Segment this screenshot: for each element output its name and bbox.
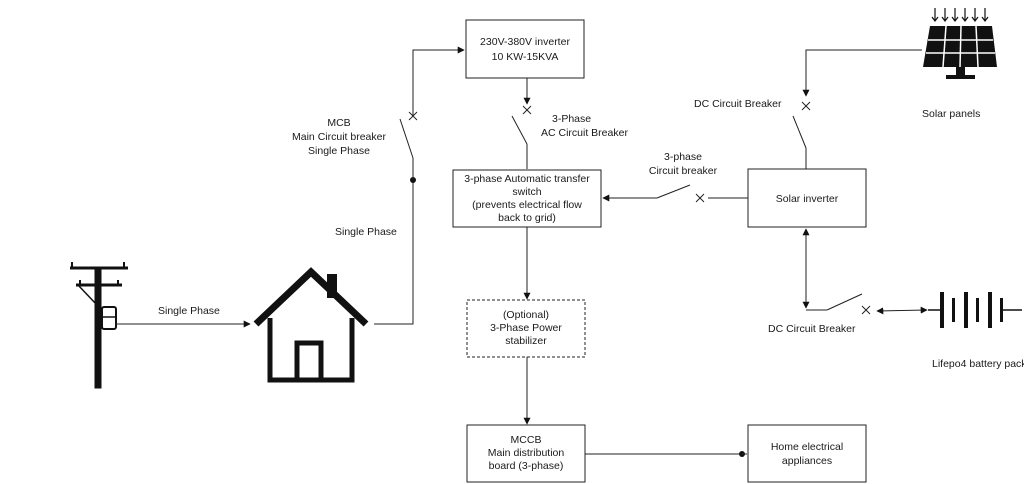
stabilizer-line-1: (Optional) bbox=[503, 309, 549, 321]
three-phase-breaker-switch-blade bbox=[656, 184, 691, 199]
inverter-box: 230V-380V inverter 10 KW-15KVA bbox=[465, 19, 585, 79]
ac-breaker-label-line-2: AC Circuit Breaker bbox=[541, 127, 628, 139]
solar-panels-label: Solar panels bbox=[922, 108, 980, 120]
dc-breaker-bottom-switch-blade bbox=[826, 293, 863, 311]
dc-breaker-bottom-x-mark-2 bbox=[861, 305, 871, 315]
mcb-label-line-1: MCB bbox=[327, 117, 350, 129]
ats-box: 3-phase Automatic transfer switch (preve… bbox=[452, 169, 602, 228]
mccb-line-2: Main distribution bbox=[488, 447, 565, 459]
ac-breaker-label-line-1: 3-Phase bbox=[552, 113, 591, 125]
ac-breaker-switch-blade bbox=[511, 115, 528, 145]
inverter-line-1: 230V-380V inverter bbox=[480, 36, 570, 48]
solar-inverter-box: Solar inverter bbox=[747, 168, 867, 228]
single-phase-lower-label: Single Phase bbox=[158, 305, 220, 317]
mccb-line-3: board (3-phase) bbox=[489, 460, 564, 472]
solar-panel-icon bbox=[923, 8, 997, 79]
battery-icon bbox=[928, 292, 1022, 328]
solar-inverter-label: Solar inverter bbox=[776, 193, 839, 205]
dc-breaker-top-label: DC Circuit Breaker bbox=[694, 98, 782, 110]
ac-breaker-x-mark-2 bbox=[522, 105, 532, 115]
mccb-box: MCCB Main distribution board (3-phase) bbox=[466, 424, 586, 483]
three-phase-breaker-x-mark-2 bbox=[695, 193, 705, 203]
mccb-line-1: MCCB bbox=[511, 434, 542, 446]
ats-line-2: switch bbox=[512, 186, 541, 198]
mcb-label-line-2: Main Circuit breaker bbox=[292, 131, 386, 143]
mcb-switch-blade bbox=[399, 118, 414, 159]
appliances-box: Home electrical appliances bbox=[747, 424, 867, 483]
dc-breaker-top-switch-blade bbox=[792, 115, 807, 149]
dc-breaker-top-x-mark-2 bbox=[801, 101, 811, 111]
ats-line-1: 3-phase Automatic transfer bbox=[464, 173, 590, 185]
appliances-line-2: appliances bbox=[782, 455, 832, 467]
three-phase-breaker-label-line-1: 3-phase bbox=[664, 151, 702, 163]
single-phase-upper-label: Single Phase bbox=[335, 226, 397, 238]
inverter-line-2: 10 KW-15KVA bbox=[492, 51, 559, 63]
house-icon bbox=[253, 267, 369, 383]
wire-panels-to-dc-breaker bbox=[802, 49, 922, 97]
stabilizer-line-2: 3-Phase Power bbox=[490, 322, 562, 334]
wire-mcb-to-inverter bbox=[412, 46, 465, 116]
appliances-line-1: Home electrical bbox=[771, 441, 843, 453]
ats-line-4: back to grid) bbox=[498, 212, 556, 224]
wire-house-to-mcb bbox=[374, 182, 414, 325]
battery-label: Lifepo4 battery pack bbox=[932, 358, 1024, 370]
wire-breaker-to-battery bbox=[876, 306, 928, 315]
mcb-label-line-3: Single Phase bbox=[308, 145, 370, 157]
utility-pole-icon bbox=[70, 262, 128, 389]
three-phase-breaker-label-line-2: Circuit breaker bbox=[649, 165, 718, 177]
ats-line-3: (prevents electrical flow bbox=[472, 199, 582, 211]
dc-breaker-bottom-label: DC Circuit Breaker bbox=[768, 323, 856, 335]
stabilizer-line-3: stabilizer bbox=[505, 335, 547, 347]
stabilizer-box: (Optional) 3-Phase Power stabilizer bbox=[466, 299, 586, 358]
